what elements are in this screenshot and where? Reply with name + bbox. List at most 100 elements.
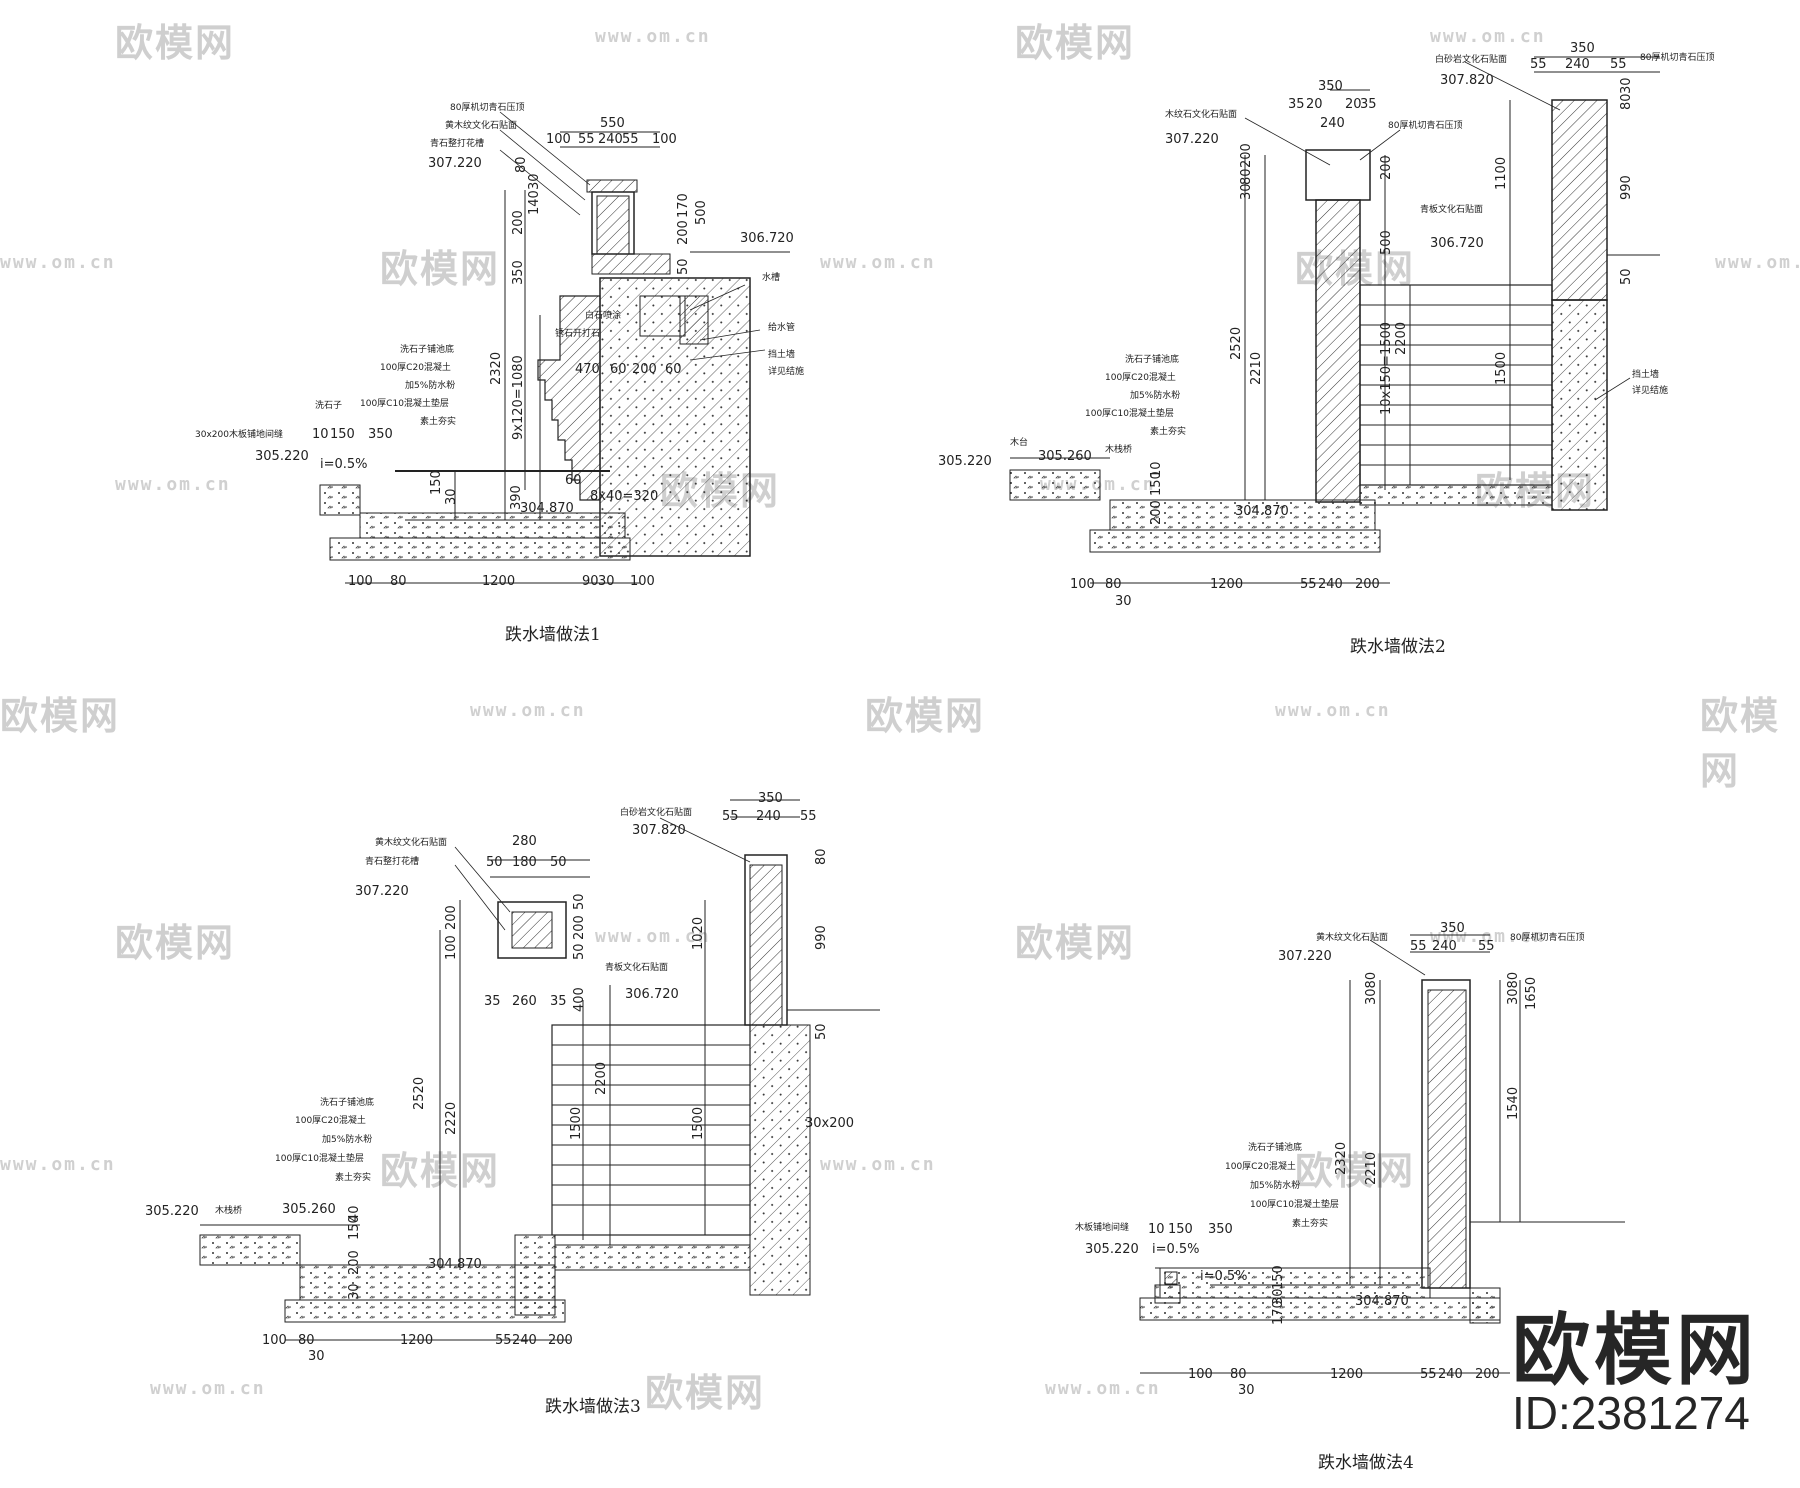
dim-label: 180: [512, 855, 537, 870]
dim-label: 100: [1188, 1367, 1213, 1382]
label: 加5%防水粉: [1250, 1179, 1300, 1191]
dim-label: 55: [1610, 57, 1627, 72]
dim-label: 8x40=320: [590, 489, 658, 504]
dim-label: 55: [800, 809, 817, 824]
dim-label: 140: [527, 190, 542, 215]
dim-label: 100: [546, 132, 571, 147]
watermark-url: www.om.cn: [470, 700, 586, 721]
label: 白砂岩文化石贴面: [620, 806, 692, 818]
dim-label: 100: [348, 574, 373, 589]
label: 锈石开打石: [555, 327, 600, 339]
label: 加5%防水粉: [405, 379, 455, 391]
brand-logo: 欧模网: [1512, 1306, 1759, 1396]
label: 黄木纹文化石贴面: [445, 119, 517, 131]
dim-label: 2200: [1394, 322, 1409, 355]
dim-label: 2220: [444, 1102, 459, 1135]
elevation: 305.220: [255, 449, 309, 464]
dim-label: 80: [390, 574, 407, 589]
dim-label: 55: [1420, 1367, 1437, 1382]
elevation: 306.720: [1430, 236, 1484, 251]
elevation: 307.220: [428, 156, 482, 171]
dim-label: 400: [572, 987, 587, 1012]
label: 80厚机切青石压顶: [1388, 119, 1462, 131]
dim-label: 35: [1360, 97, 1377, 112]
label: 木台: [1010, 436, 1028, 448]
watermark-brand: 欧模网: [1700, 694, 1781, 793]
planter: [497, 901, 567, 959]
dim-label: 260: [512, 994, 537, 1009]
label: 青石整打花槽: [430, 137, 484, 149]
dim-label: 500: [1379, 230, 1394, 255]
elevation: 306.720: [740, 231, 794, 246]
dim-label: 150: [1149, 471, 1164, 496]
dim-label: 80: [298, 1333, 315, 1348]
wall-right: [749, 864, 783, 1026]
dim-label: 20: [1345, 97, 1362, 112]
elevation: 305.220: [145, 1204, 199, 1219]
dim-label: 1200: [400, 1333, 433, 1348]
dim-label: 200: [676, 220, 691, 245]
dim-label: 2210: [1249, 352, 1264, 385]
label: 加5%防水粉: [322, 1133, 372, 1145]
dim-label: i=0.5%: [320, 457, 368, 472]
label: 素土夯实: [335, 1171, 371, 1183]
dim-label: 500: [694, 200, 709, 225]
dim-label: 80: [1239, 168, 1254, 185]
dim-label: 100: [1070, 577, 1095, 592]
dim-label: 55: [1300, 577, 1317, 592]
watermark-brand: 欧模网: [380, 247, 501, 291]
elevation: 307.820: [632, 823, 686, 838]
watermark-brand: 欧模网: [0, 694, 121, 738]
label: 洗石子铺池底: [1248, 1141, 1302, 1153]
label: 青板文化石贴面: [605, 961, 668, 973]
dim-label: 200: [1379, 155, 1394, 180]
label: 水槽: [762, 271, 780, 283]
dim-label: 3080: [1364, 972, 1379, 1005]
dim-label: 30: [1271, 1288, 1286, 1305]
watermark-url: www.om.cn: [1430, 26, 1546, 47]
dim-label: 50: [572, 893, 587, 910]
label: 青石整打花槽: [365, 855, 419, 867]
dim-label: 100: [262, 1333, 287, 1348]
label: 黄木纹文化石贴面: [375, 836, 447, 848]
label: 素土夯实: [420, 415, 456, 427]
dim-label: 150: [330, 427, 355, 442]
wall-right: [1551, 99, 1608, 301]
label: 洗石子铺池底: [320, 1096, 374, 1108]
dim-label: 9x120=1080: [511, 355, 526, 440]
dim-label: 170: [676, 193, 691, 218]
dim-label: 1200: [482, 574, 515, 589]
dim-label: 40: [347, 1205, 362, 1222]
dim-label: 35: [550, 994, 567, 1009]
dim-label: 35: [484, 994, 501, 1009]
dim-label: i=0.5%: [1152, 1242, 1200, 1257]
label: 木栈桥: [1105, 443, 1132, 455]
elevation: 307.820: [1440, 73, 1494, 88]
watermark-url: www.om.cn: [595, 26, 711, 47]
dim-label: 30: [1115, 594, 1132, 609]
dim-label: 240: [598, 132, 623, 147]
watermark-url: www.om.cn: [820, 252, 936, 273]
dim-label: 200: [511, 210, 526, 235]
dim-label: 150: [1168, 1222, 1193, 1237]
label: 青板文化石贴面: [1420, 203, 1483, 215]
dim-label: 200: [572, 915, 587, 940]
watermark-brand: 欧模网: [865, 694, 986, 738]
watermark-brand: 欧模网: [1015, 21, 1136, 65]
dim-label: 10x150=1500: [1379, 322, 1394, 415]
label: 详见结施: [1632, 384, 1668, 396]
dim-label: 2520: [1229, 327, 1244, 360]
label: 详见结施: [768, 365, 804, 377]
elevation: 304.870: [428, 1257, 482, 1272]
dim-label: 100: [652, 132, 677, 147]
dim-label: 55: [1530, 57, 1547, 72]
dim-label: 240: [1438, 1367, 1463, 1382]
dim-label: 2200: [594, 1062, 609, 1095]
watermark-url: www.om.cn: [0, 252, 116, 273]
watermark-brand: 欧模网: [645, 1371, 766, 1415]
dim-label: 30: [444, 488, 459, 505]
elevation: 304.870: [1355, 1294, 1409, 1309]
dim-label: 240: [756, 809, 781, 824]
dim-label: 80: [814, 848, 829, 865]
dim-label: 550: [600, 116, 625, 131]
